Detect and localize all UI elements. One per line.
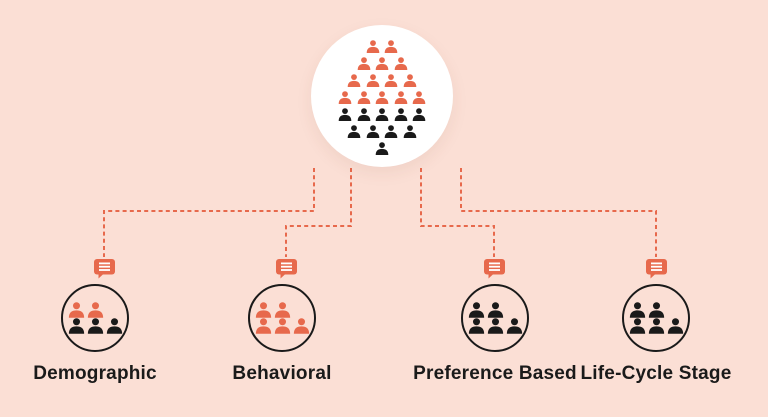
person-icon	[384, 125, 398, 138]
person-icon	[384, 40, 398, 53]
person-icon	[403, 125, 417, 138]
connector-behavioral	[285, 168, 352, 257]
message-bubble-icon	[94, 259, 115, 279]
people-row	[468, 301, 523, 318]
pyramid-row	[366, 40, 399, 53]
audience-hub-circle	[311, 25, 453, 167]
category-preference-based: Preference Based	[413, 284, 577, 385]
person-icon	[347, 74, 361, 87]
pyramid-row	[347, 74, 417, 87]
person-icon	[338, 91, 352, 104]
person-icon	[648, 301, 664, 318]
person-icon	[255, 301, 271, 318]
person-icon	[366, 125, 380, 138]
category-circle	[61, 284, 129, 352]
person-icon	[338, 108, 352, 121]
person-icon	[68, 301, 84, 318]
person-icon	[667, 317, 683, 334]
people-group	[255, 301, 310, 334]
person-icon	[68, 317, 84, 334]
person-icon	[274, 317, 290, 334]
person-icon	[412, 108, 426, 121]
category-circle	[248, 284, 316, 352]
person-icon	[487, 301, 503, 318]
pyramid-row	[357, 57, 408, 70]
person-icon	[357, 108, 370, 121]
people-row	[68, 301, 123, 318]
person-icon	[87, 317, 103, 334]
people-group	[629, 301, 684, 334]
category-label: Demographic	[33, 363, 157, 384]
category-label: Preference Based	[413, 363, 577, 384]
audience-pyramid	[311, 40, 453, 155]
people-row	[468, 317, 523, 334]
person-icon	[412, 91, 426, 104]
category-label: Life-Cycle Stage	[580, 363, 732, 384]
person-icon	[394, 91, 407, 104]
person-icon	[357, 91, 370, 104]
person-icon	[87, 301, 103, 318]
people-group	[468, 301, 523, 334]
category-behavioral: Behavioral	[202, 284, 362, 385]
connector-life-cycle-stage	[460, 168, 657, 257]
person-icon	[375, 108, 389, 121]
pyramid-row	[347, 125, 417, 138]
person-icon	[106, 317, 122, 334]
message-bubble-icon	[276, 259, 297, 279]
person-icon	[506, 317, 522, 334]
pyramid-row	[338, 91, 426, 104]
person-icon	[648, 317, 664, 334]
category-label: Behavioral	[232, 363, 332, 384]
pyramid-row	[375, 142, 389, 155]
person-icon	[629, 317, 645, 334]
person-icon	[468, 317, 484, 334]
people-row	[255, 301, 310, 318]
person-icon	[347, 125, 361, 138]
people-row	[68, 317, 123, 334]
person-icon	[375, 57, 389, 70]
connector-preference-based	[420, 168, 495, 257]
person-icon	[384, 74, 398, 87]
message-bubble-icon	[484, 259, 505, 279]
person-icon	[629, 301, 645, 318]
person-icon	[274, 301, 290, 318]
person-icon	[366, 74, 380, 87]
category-circle	[622, 284, 690, 352]
person-icon	[394, 108, 407, 121]
person-icon	[357, 57, 370, 70]
person-icon	[468, 301, 484, 318]
person-icon	[487, 317, 503, 334]
category-life-cycle-stage: Life-Cycle Stage	[576, 284, 736, 385]
pyramid-row	[338, 108, 426, 121]
person-icon	[403, 74, 417, 87]
person-icon	[366, 40, 380, 53]
connector-demographic	[103, 168, 315, 257]
person-icon	[394, 57, 407, 70]
people-row	[629, 317, 684, 334]
people-row	[255, 317, 310, 334]
category-circle	[461, 284, 529, 352]
people-row	[629, 301, 684, 318]
person-icon	[255, 317, 271, 334]
person-icon	[375, 91, 389, 104]
person-icon	[375, 142, 389, 155]
message-bubble-icon	[646, 259, 667, 279]
people-group	[68, 301, 123, 334]
person-icon	[293, 317, 309, 334]
category-demographic: Demographic	[15, 284, 175, 385]
